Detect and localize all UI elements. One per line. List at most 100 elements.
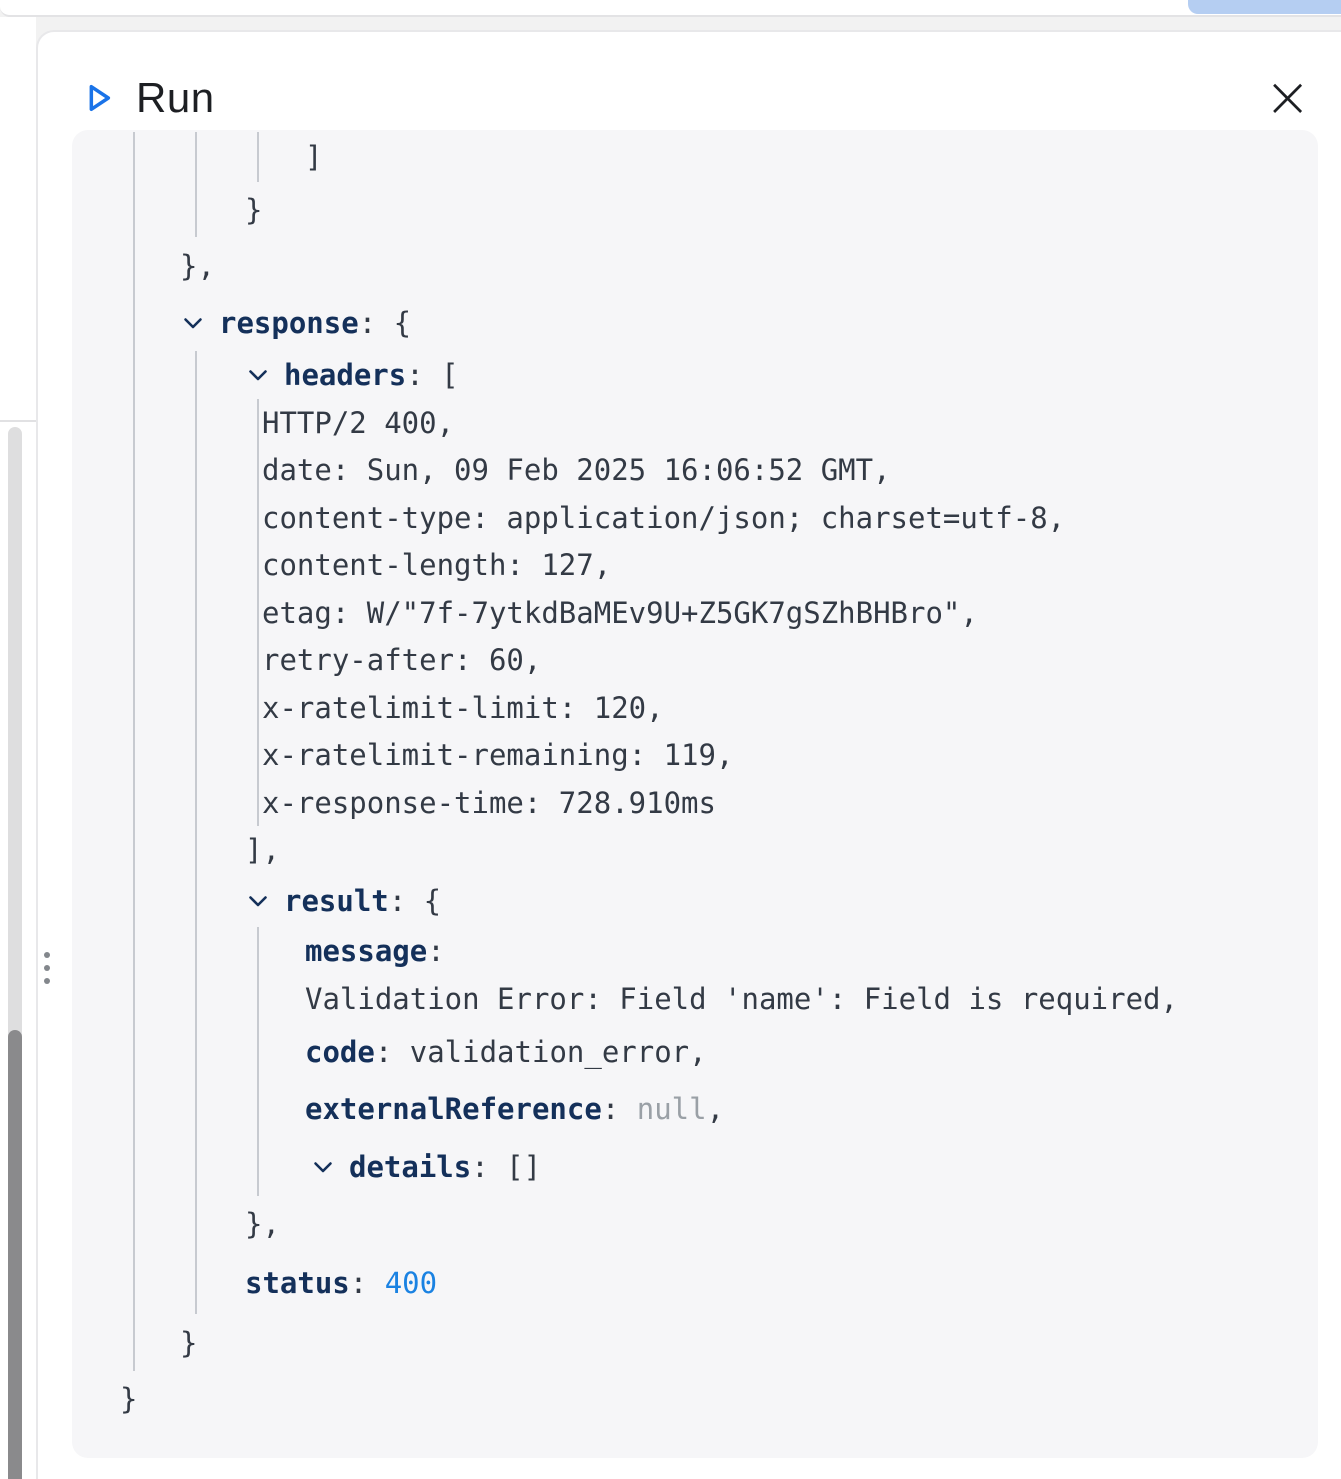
tree-row: date: Sun, 09 Feb 2025 16:06:52 GMT, bbox=[72, 446, 1318, 494]
indent-guide bbox=[257, 399, 259, 446]
tree-row: x-ratelimit-limit: 120, bbox=[72, 684, 1318, 731]
json-value: : bbox=[601, 1092, 637, 1126]
indent-guide bbox=[133, 731, 135, 779]
indent-guide bbox=[257, 779, 259, 826]
json-value: x-ratelimit-limit: 120, bbox=[262, 690, 664, 725]
indent-guide bbox=[195, 589, 197, 636]
json-value: x-ratelimit-remaining: 119, bbox=[262, 738, 734, 772]
tree-row: etag: W/"7f-7ytkdBaMEv9U+Z5GK7gSZhBHBro"… bbox=[72, 589, 1318, 636]
tree-row: status: 400 bbox=[72, 1252, 1318, 1314]
indent-guide bbox=[133, 351, 135, 399]
indent-guide bbox=[133, 1138, 135, 1196]
indent-guide bbox=[133, 826, 135, 874]
tree-row: }, bbox=[72, 237, 1318, 294]
indent-guide bbox=[133, 874, 135, 927]
indent-guide bbox=[195, 975, 197, 1023]
indent-guide bbox=[195, 446, 197, 494]
indent-guide bbox=[195, 132, 197, 182]
tree-row: code: validation_error, bbox=[72, 1023, 1318, 1080]
json-value: } bbox=[245, 192, 263, 227]
indent-guide bbox=[257, 636, 259, 684]
tree-row: } bbox=[72, 182, 1318, 237]
json-tree-panel[interactable]: ]}},response: {headers: [HTTP/2 400,date… bbox=[72, 130, 1318, 1458]
indent-guide bbox=[133, 927, 135, 975]
indent-guide bbox=[257, 589, 259, 636]
json-key: result bbox=[284, 883, 389, 918]
json-key: message bbox=[305, 934, 428, 968]
indent-guide bbox=[257, 1138, 259, 1196]
indent-guide bbox=[133, 684, 135, 731]
tree-row: retry-after: 60, bbox=[72, 636, 1318, 684]
tree-row: result: { bbox=[72, 874, 1318, 927]
panel-title: Run bbox=[136, 74, 215, 121]
tree-row: headers: [ bbox=[72, 351, 1318, 399]
tree-row: x-ratelimit-remaining: 119, bbox=[72, 731, 1318, 779]
play-triangle-icon bbox=[78, 78, 118, 118]
json-value: ] bbox=[305, 140, 323, 174]
indent-guide bbox=[133, 182, 135, 237]
top-right-accent bbox=[1188, 0, 1341, 14]
run-panel-header: Run × bbox=[38, 32, 1341, 126]
json-value: date: Sun, 09 Feb 2025 16:06:52 GMT, bbox=[262, 453, 891, 487]
indent-guide bbox=[257, 975, 259, 1023]
chevron-down-icon[interactable] bbox=[245, 888, 271, 914]
json-value: content-length: 127, bbox=[262, 548, 612, 582]
tree-row: details: [] bbox=[72, 1138, 1318, 1196]
tree-row: externalReference: null, bbox=[72, 1080, 1318, 1138]
indent-guide bbox=[195, 1138, 197, 1196]
drag-handle-dots-icon[interactable] bbox=[44, 952, 50, 984]
json-value: content-type: application/json; charset=… bbox=[262, 500, 1066, 535]
json-value: : bbox=[349, 1266, 385, 1300]
scrollbar-thumb[interactable] bbox=[8, 1030, 22, 1479]
json-key: response bbox=[219, 305, 359, 340]
json-value: retry-after: 60, bbox=[262, 643, 542, 677]
indent-guide bbox=[133, 636, 135, 684]
json-key: details bbox=[349, 1150, 472, 1184]
indent-guide bbox=[257, 731, 259, 779]
json-key: headers bbox=[284, 358, 407, 392]
json-value: }, bbox=[180, 248, 215, 283]
indent-guide bbox=[257, 684, 259, 731]
indent-guide bbox=[133, 589, 135, 636]
indent-guide bbox=[195, 494, 197, 541]
json-key: status bbox=[245, 1266, 350, 1300]
indent-guide bbox=[133, 1080, 135, 1138]
json-value: x-response-time: 728.910ms bbox=[262, 785, 716, 820]
indent-guide bbox=[133, 1023, 135, 1080]
indent-guide bbox=[195, 684, 197, 731]
indent-guide bbox=[257, 541, 259, 589]
chevron-down-icon[interactable] bbox=[180, 310, 206, 336]
json-value: : validation_error, bbox=[374, 1034, 707, 1069]
tree-row: content-type: application/json; charset=… bbox=[72, 494, 1318, 541]
indent-guide bbox=[133, 494, 135, 541]
indent-guide bbox=[195, 1080, 197, 1138]
indent-guide bbox=[133, 399, 135, 446]
json-value: : { bbox=[358, 305, 412, 340]
close-icon[interactable]: × bbox=[1260, 70, 1315, 126]
tree-row: response: { bbox=[72, 294, 1318, 351]
json-value: : [ bbox=[406, 358, 459, 392]
tree-row: ], bbox=[72, 826, 1318, 874]
indent-guide bbox=[195, 826, 197, 874]
json-key: externalReference bbox=[305, 1092, 602, 1126]
indent-guide bbox=[133, 1314, 135, 1371]
tree-row: message: bbox=[72, 927, 1318, 975]
json-value: Validation Error: Field 'name': Field is… bbox=[305, 982, 1178, 1016]
chevron-down-icon[interactable] bbox=[245, 362, 271, 388]
json-value: : [] bbox=[471, 1150, 542, 1184]
indent-guide bbox=[133, 1252, 135, 1314]
tree-row: Validation Error: Field 'name': Field is… bbox=[72, 975, 1318, 1023]
indent-guide bbox=[133, 446, 135, 494]
indent-guide bbox=[195, 927, 197, 975]
json-value: etag: W/"7f-7ytkdBaMEv9U+Z5GK7gSZhBHBro"… bbox=[262, 595, 978, 630]
top-bar bbox=[0, 0, 1341, 17]
indent-guide bbox=[133, 1196, 135, 1252]
tree-row: ] bbox=[72, 132, 1318, 182]
chevron-down-icon[interactable] bbox=[310, 1154, 336, 1180]
indent-guide bbox=[257, 927, 259, 975]
indent-guide bbox=[195, 399, 197, 446]
tree-row: x-response-time: 728.910ms bbox=[72, 779, 1318, 826]
json-value: ], bbox=[245, 833, 280, 867]
json-status-number: 400 bbox=[384, 1266, 438, 1300]
tree-row: } bbox=[72, 1314, 1318, 1371]
